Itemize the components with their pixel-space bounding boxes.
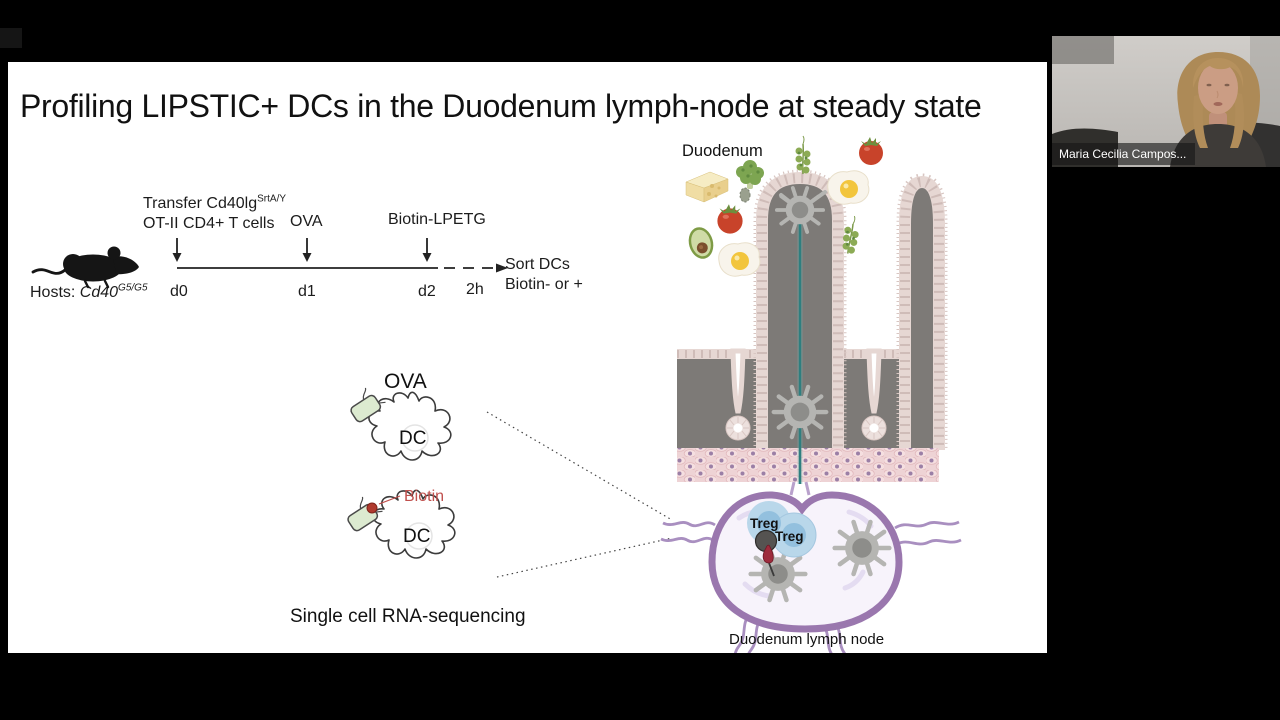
participant-name-label: Maria Cecilia Campos... <box>1052 143 1196 165</box>
avocado-icon <box>688 227 714 259</box>
timeline-transfer-label: Transfer Cd40lgSrtA/Y OT-II CD4+ T cells <box>143 194 286 234</box>
dc1-label: DC <box>399 428 426 449</box>
timeline-arrowheads <box>172 253 508 273</box>
participant-name-text: Maria Cecilia Campos... <box>1059 147 1187 161</box>
hosts-gene-text: Cd40 <box>79 284 119 301</box>
tick-2h: 2h <box>466 281 484 298</box>
herb-sprig-icon-1 <box>794 135 812 175</box>
hosts-sup-text: G5/G5 <box>118 282 148 294</box>
timeline-graphic <box>31 238 508 289</box>
treg2-label: Treg <box>775 529 804 544</box>
biotin-interaction-icon <box>754 529 778 577</box>
transfer-main-text: Transfer Cd40lg <box>143 195 258 212</box>
ova-heading: OVA <box>384 370 427 393</box>
duodenum-label: Duodenum <box>682 142 763 160</box>
dc-cell-1: DC <box>343 382 452 461</box>
hop-icon <box>739 187 751 203</box>
biotin-label: Biotin <box>404 488 444 505</box>
lymph-node: Treg Treg <box>660 481 962 653</box>
slide-title: Profiling LIPSTIC+ DCs in the Duodenum l… <box>20 88 982 124</box>
hosts-prefix-text: Hosts: <box>30 284 80 301</box>
connector-lines <box>486 411 673 578</box>
biotin-pointer-line <box>378 495 401 505</box>
dc-cell-2: DC Biotin <box>340 488 456 559</box>
broccoli-icon <box>736 160 764 189</box>
timeline-ova-label: OVA <box>290 213 323 230</box>
mouse-icon <box>31 246 139 289</box>
lymph-node-label: Duodenum lymph node <box>729 631 884 648</box>
transfer-sup-text: SrtA/Y <box>257 193 287 205</box>
tick-d2: d2 <box>418 283 436 300</box>
mucosa-band <box>677 448 939 482</box>
sort-dcs-label: Sort DCs Biotin- or + <box>505 255 583 295</box>
transfer-line2-text: OT-II CD4+ T cells <box>143 215 275 232</box>
tick-d0: d0 <box>170 283 188 300</box>
timeline-biotin-lpetg-label: Biotin-LPETG <box>388 211 486 228</box>
top-left-artifact <box>0 28 22 48</box>
presentation-slide: Profiling LIPSTIC+ DCs in the Duodenum l… <box>8 62 1047 653</box>
duodenum-illustration: Duodenum <box>660 135 962 653</box>
timeline-axis <box>176 238 494 269</box>
cheese-icon <box>685 171 729 203</box>
lymphatic-vessels <box>660 520 962 653</box>
crypt-cross-sections <box>725 415 887 441</box>
treg1-label: Treg <box>750 516 779 531</box>
fried-egg-icon-left <box>718 242 761 277</box>
participant-person <box>1170 52 1266 167</box>
tick-d1: d1 <box>298 283 316 300</box>
participant-video-tile[interactable]: Maria Cecilia Campos... <box>1052 36 1280 167</box>
scrna-caption: Single cell RNA-sequencing <box>290 606 526 627</box>
dc-panel-graphic: OVA DC DC Biotin <box>340 370 456 559</box>
villus-right <box>896 173 948 450</box>
dc2-label: DC <box>403 526 430 547</box>
sort-line1-text: Sort DCs <box>505 256 570 273</box>
food-items <box>685 135 883 277</box>
villus-dendritic-cells <box>774 186 827 484</box>
sort-line2-text: Biotin- or + <box>505 276 583 293</box>
hosts-label: Hosts: Cd40G5/G5 <box>30 283 148 303</box>
biotin-dot-icon <box>366 502 378 514</box>
fried-egg-icon-right <box>827 170 870 205</box>
tomato-icon-1 <box>859 137 883 165</box>
tomato-icon-2 <box>717 204 743 234</box>
